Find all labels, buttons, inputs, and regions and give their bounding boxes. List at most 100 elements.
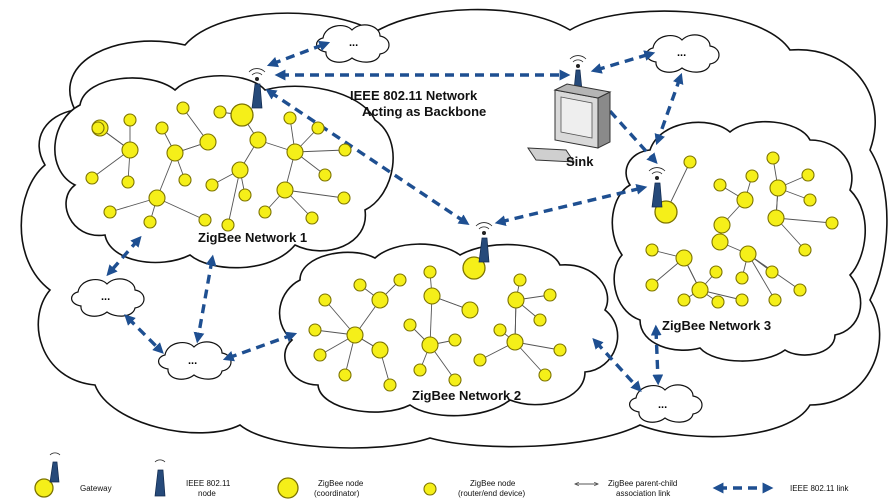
- zigbee-end-device-node: [283, 111, 297, 125]
- ieee-link-sink-cloud: [590, 50, 656, 74]
- zigbee-end-device-node: [735, 293, 749, 307]
- zigbee-end-device-node: [768, 293, 782, 307]
- zigbee-end-device-node: [155, 121, 169, 135]
- ieee-node-icon: [154, 469, 166, 497]
- small-cloud-bottom-right: ...: [629, 384, 703, 423]
- small-cloud-top-left: ...: [316, 24, 390, 63]
- zigbee-end-device-node: [448, 373, 462, 387]
- zigbee-network-3-cloud: [611, 120, 867, 362]
- zigbee-router-node: [461, 301, 479, 319]
- zigbee-end-device-node: [353, 278, 367, 292]
- legend-router: ZigBee node (router/end device): [423, 479, 525, 498]
- gateway-network-2: [462, 222, 493, 280]
- zigbee-end-device-node: [143, 215, 157, 229]
- gateway-antenna-icon: [478, 237, 490, 263]
- zigbee-end-device-node: [645, 243, 659, 257]
- ellipsis-text: ...: [658, 399, 667, 411]
- sink-label: Sink: [566, 154, 594, 169]
- zigbee-end-device-node: [645, 278, 659, 292]
- ieee-link-net2-cloud: [592, 337, 642, 393]
- zigbee-router-node: [286, 143, 304, 161]
- zigbee-parent-child-link: [775, 217, 832, 223]
- zigbee-end-device-node: [473, 353, 487, 367]
- zigbee-end-device-node: [338, 368, 352, 382]
- zigbee-end-device-node: [393, 273, 407, 287]
- zigbee-end-device-node: [709, 265, 723, 279]
- ellipsis-text: ...: [188, 355, 197, 367]
- zigbee-end-device-node: [338, 143, 352, 157]
- zigbee-router-node: [231, 161, 249, 179]
- legend-ieee-link: IEEE 802.11 link: [712, 482, 850, 494]
- zigbee-router-node: [249, 131, 267, 149]
- zigbee-end-device-node: [213, 105, 227, 119]
- zigbee-parent-child-link: [747, 253, 775, 300]
- ieee-link-gw1-gw2: [265, 88, 470, 226]
- zigbee-parent-child-link: [284, 189, 344, 198]
- zigbee-router-node: [346, 326, 364, 344]
- zigbee-end-device-node: [238, 188, 252, 202]
- zigbee-router-node: [371, 291, 389, 309]
- zigbee-end-device-node: [765, 265, 779, 279]
- ellipsis-text: ...: [101, 291, 110, 303]
- small-cloud-left: ...: [71, 278, 145, 317]
- backbone-label-line1: IEEE 802.11 Network: [350, 88, 478, 103]
- zigbee-end-device-node: [178, 173, 192, 187]
- ellipsis-text: ...: [677, 47, 686, 59]
- small-cloud-bottom-left: ...: [158, 341, 232, 380]
- zigbee-end-device-node: [313, 348, 327, 362]
- legend-association-line2: association link: [616, 489, 671, 498]
- zigbee-parent-child-link: [228, 169, 241, 225]
- gateway-antenna-icon: [651, 182, 663, 208]
- gateway-network-1: [230, 68, 266, 127]
- zigbee-end-device-node: [803, 193, 817, 207]
- zigbee-end-device-node: [258, 205, 272, 219]
- gateway-antenna-icon: [251, 83, 263, 109]
- zigbee-router-node: [506, 333, 524, 351]
- zigbee-end-device-node: [711, 295, 725, 309]
- zigbee-router-node: [691, 281, 709, 299]
- zigbee-end-device-node: [308, 323, 322, 337]
- zigbee-end-device-node: [198, 213, 212, 227]
- zigbee-end-device-node: [221, 218, 235, 232]
- zigbee-end-device-node: [121, 175, 135, 189]
- zigbee-end-device-node: [311, 121, 325, 135]
- ieee-link-sink-gw3: [596, 95, 658, 165]
- network-2-label: ZigBee Network 2: [412, 388, 521, 403]
- legend-association: ZigBee parent-child association link: [575, 479, 677, 498]
- zigbee-end-device-node: [543, 288, 557, 302]
- ellipsis-text: ...: [349, 37, 358, 49]
- ieee-link-net1-cloud: [106, 235, 142, 277]
- zigbee-router-node: [711, 233, 729, 251]
- ieee-link-net3-cloud: [650, 324, 664, 386]
- zigbee-router-node: [148, 189, 166, 207]
- zigbee-end-device-node: [553, 343, 567, 357]
- ieee-link-cloud-net2: [222, 331, 298, 362]
- zigbee-end-device-node: [318, 168, 332, 182]
- zigbee-router-node: [423, 287, 441, 305]
- ieee-link-cloud-gw3: [654, 72, 684, 146]
- keyboard-icon: [527, 147, 575, 163]
- legend-router-line2: (router/end device): [458, 489, 525, 498]
- legend-coordinator: ZigBee node (coordinator): [277, 477, 364, 499]
- gateway-coordinator: [230, 103, 254, 127]
- legend-ieee-node-line1: IEEE 802.11: [186, 479, 231, 488]
- legend-coordinator-line2: (coordinator): [314, 489, 360, 498]
- zigbee-end-device-node: [383, 378, 397, 392]
- legend-router-line1: ZigBee node: [470, 479, 516, 488]
- legend-gateway-label: Gateway: [80, 484, 112, 493]
- zigbee-end-device-node: [337, 191, 351, 205]
- small-cloud-top-right: ...: [646, 34, 720, 73]
- zigbee-end-device-node: [735, 271, 749, 285]
- ieee-link-gw1-cloud: [266, 40, 331, 68]
- ieee-link-clouds: [124, 314, 164, 354]
- legend: Gateway IEEE 802.11 node ZigBee node (co…: [34, 452, 850, 499]
- gateway-icon: [49, 461, 60, 483]
- zigbee-router-node: [736, 191, 754, 209]
- gateway-coordinator: [462, 256, 486, 280]
- zigbee-end-device-node: [423, 265, 437, 279]
- zigbee-parent-child-link: [156, 197, 205, 220]
- backbone-label-line2: Acting as Backbone: [362, 104, 486, 119]
- zigbee-router-node: [166, 144, 184, 162]
- legend-association-line1: ZigBee parent-child: [608, 479, 677, 488]
